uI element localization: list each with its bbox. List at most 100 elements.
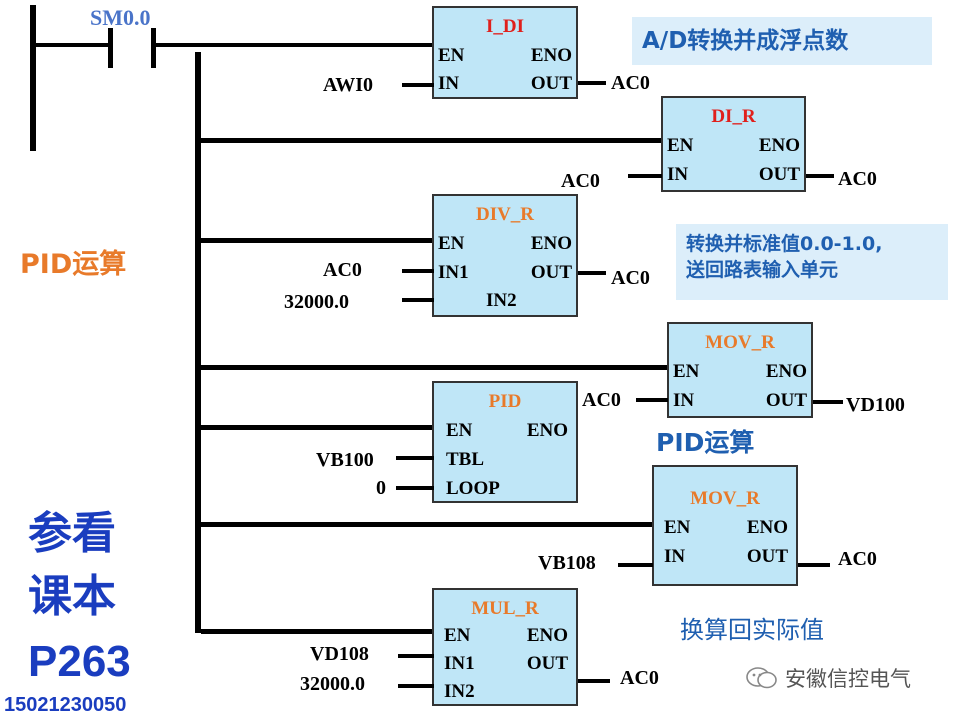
chat-bubble-icon [746,667,777,689]
note-normalize: 转换并标准值0.0-1.0, 送回路表输入单元 [676,224,948,300]
block-title: DI_R [711,106,756,127]
pin-en: EN [438,45,465,66]
block-title: DIV_R [475,204,535,225]
rung-wire-to-block1 [155,43,435,47]
wire-in1-7 [398,654,434,658]
pin-eno: ENO [758,135,800,156]
label-convert-back: 换算回实际值 [680,616,824,644]
wire-in-4 [636,398,668,402]
pin-en: EN [664,517,691,538]
watermark: 安徽信控电气 [745,664,911,692]
pid-block: PID EN ENO TBL LOOP [432,381,578,503]
contact-label: SM0.0 [90,5,151,30]
pin-out: OUT [530,73,572,94]
signal-vb108-in-6: VB108 [538,552,596,574]
i-di-block: I_DI EN ENO IN OUT [432,6,578,99]
contact-right-bar [151,28,156,68]
label-pid-mid: PID运算 [656,428,755,457]
label-phone: 15021230050 [4,694,127,716]
block-title: I_DI [485,16,524,37]
pin-eno: ENO [526,420,568,441]
mov-r-block-lower: MOV_R EN ENO IN OUT [652,465,798,586]
signal-vb100-in-5: VB100 [316,449,374,471]
note-normalize-line2: 送回路表输入单元 [686,258,839,281]
pin-en: EN [446,420,473,441]
signal-ac0-out-7: AC0 [620,667,659,689]
block-title: MOV_R [690,488,760,509]
pin-loop: LOOP [446,478,500,499]
branch-en-4 [201,365,669,370]
label-textbook: 课本 [28,571,116,622]
pin-out: OUT [746,546,788,567]
wire-in2-7 [398,684,434,688]
signal-ac0-out-6: AC0 [838,548,877,570]
pin-in1: IN1 [444,653,475,674]
wire-in-2 [628,174,662,178]
pin-en: EN [667,135,694,156]
label-see: 参看 [28,508,116,559]
wire-in-6 [618,563,653,567]
pin-eno: ENO [530,233,572,254]
vertical-bus [195,52,201,633]
wire-in-awi0 [402,83,434,87]
branch-en-3 [201,238,434,243]
branch-en-7 [201,629,434,634]
wire-out-6 [798,563,830,567]
wire-out-3 [578,271,606,275]
rung-wire-left [36,43,110,47]
power-rail [30,5,36,151]
mov-r-block-upper: MOV_R EN ENO IN OUT [667,322,813,418]
wire-out-4 [813,400,843,404]
div-r-block: DIV_R EN ENO IN1 OUT IN2 [432,194,578,317]
di-r-block: DI_R EN ENO IN OUT [661,96,806,192]
pin-en: EN [673,361,700,382]
watermark-text: 安徽信控电气 [785,667,911,691]
pin-eno: ENO [746,517,788,538]
pin-en: EN [438,233,465,254]
wire-out-1 [578,81,606,85]
pin-in: IN [673,390,695,411]
signal-vd108-in-7: VD108 [310,643,369,665]
pin-en: EN [444,625,471,646]
pin-eno: ENO [526,625,568,646]
wire-out-2 [806,174,834,178]
pin-in: IN [667,164,689,185]
signal-ac0-in-3: AC0 [323,259,362,281]
note-ad-convert: A/D转换并成浮点数 [632,17,932,65]
block-title: PID [488,391,522,412]
wire-out-7 [578,679,610,683]
signal-ac0-in-2: AC0 [561,170,600,192]
signal-32000-in-3: 32000.0 [284,291,349,313]
pin-tbl: TBL [446,449,485,470]
pin-eno: ENO [765,361,807,382]
note-normalize-line1: 转换并标准值0.0-1.0, [686,233,883,255]
pin-in: IN [438,73,460,94]
label-page-ref: P263 [28,637,131,686]
signal-0-in-5: 0 [376,477,386,499]
signal-32000-in-7: 32000.0 [300,673,365,695]
pin-in2: IN2 [444,681,475,702]
mul-r-block: MUL_R EN ENO IN1 OUT IN2 [432,588,578,706]
block-title: MUL_R [471,598,539,619]
signal-ac0-out-2: AC0 [838,168,877,190]
wire-loop-5 [396,486,434,490]
branch-en-2 [201,138,663,143]
signal-ac0-in-4: AC0 [582,389,621,411]
pin-out: OUT [526,653,568,674]
signal-ac0-out-1: AC0 [611,72,650,94]
contact-left-bar [108,28,113,68]
signal-vd100-out-4: VD100 [846,394,905,416]
label-pid-left: PID运算 [20,249,127,280]
pin-out: OUT [758,164,800,185]
wire-tbl-5 [396,456,434,460]
block-title: MOV_R [705,332,775,353]
signal-ac0-out-3: AC0 [611,267,650,289]
branch-en-6 [201,522,654,527]
pin-out: OUT [765,390,807,411]
wire-in2-3 [402,298,434,302]
pin-out: OUT [530,262,572,283]
wire-in1-3 [402,269,434,273]
pin-eno: ENO [530,45,572,66]
pin-in2: IN2 [486,290,517,311]
signal-awi0: AWI0 [323,74,374,96]
